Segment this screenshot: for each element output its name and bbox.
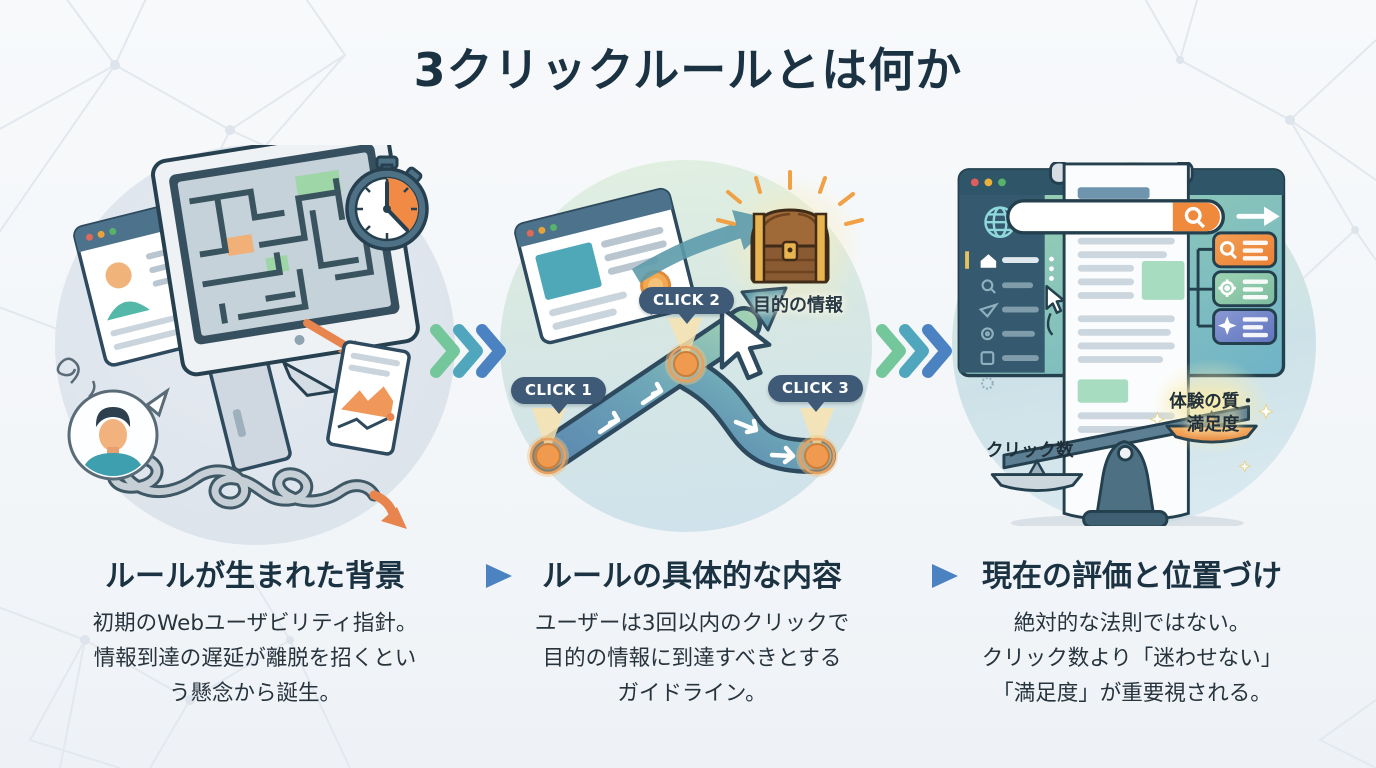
scale-right-line1: 体験の質・ — [1169, 392, 1257, 412]
scale-right-label: 体験の質・ 満足度 — [1158, 391, 1268, 437]
cursor-arrow-icon — [719, 305, 772, 381]
click-points — [527, 318, 838, 477]
triple-chevron-icon — [430, 324, 506, 378]
result-card-icons — [1188, 231, 1278, 345]
gradient-arrow-icon — [867, 564, 958, 588]
user-avatar-icon — [67, 387, 170, 481]
section-heading-content: ルールの具体的な内容 — [542, 559, 842, 594]
click1-badge: CLICK 1 — [511, 377, 607, 404]
illustration-background-circle — [55, 145, 455, 545]
scale-right-line2: 満足度 — [1186, 415, 1240, 435]
section-body-evaluation: 絶対的な法則ではない。 クリック数より「迷わせない」 「満足度」が重要視される。 — [922, 606, 1342, 711]
section-heading-background: ルールが生まれた背景 — [105, 559, 405, 594]
body-line: 目的の情報に到達すべきとする — [542, 646, 842, 671]
illustration-evaluation-circle — [952, 162, 1316, 526]
sidebar-menu — [965, 251, 1039, 390]
section-body-content: ユーザーは3回以内のクリックで 目的の情報に到達すべきとする ガイドライン。 — [482, 606, 902, 711]
gradient-arrow-icon — [421, 564, 512, 588]
forward-arrow-icon — [1236, 206, 1280, 227]
click3-badge: CLICK 3 — [768, 375, 864, 402]
body-line: 情報到達の遅延が離脱を招くとい — [93, 646, 417, 671]
click2-badge: CLICK 2 — [639, 287, 735, 314]
confusion-squiggle-icon — [56, 357, 96, 398]
treasure-chest-icon — [716, 170, 864, 284]
body-line: ガイドライン。 — [617, 681, 767, 706]
triple-chevron-icon — [876, 324, 952, 378]
search-bar-icon — [1006, 199, 1225, 235]
section-body-background: 初期のWebユーザビリティ指針。 情報到達の遅延が離脱を招くとい う懸念から誕生… — [45, 606, 465, 711]
body-line: 絶対的な法則ではない。 — [1013, 611, 1251, 636]
click-route-icon — [530, 286, 836, 475]
search-icon — [1184, 206, 1206, 229]
body-line: 初期のWebユーザビリティ指針。 — [92, 611, 418, 636]
sparkle-icon — [1217, 316, 1237, 335]
illustration-rule-circle — [500, 160, 872, 532]
body-line: クリック数より「迷わせない」 — [981, 646, 1283, 671]
body-line: ユーザーは3回以内のクリックで — [534, 611, 850, 636]
stopwatch-icon — [345, 155, 429, 251]
page-title: 3クリックルールとは何か — [413, 43, 963, 97]
section-heading-evaluation: 現在の評価と位置づけ — [982, 559, 1282, 594]
analytics-page-icon — [326, 340, 411, 456]
scale-left-label: クリック数 — [986, 441, 1074, 461]
goal-info-label: 目的の情報 — [753, 295, 843, 316]
body-line: う懸念から誕生。 — [168, 681, 341, 706]
tangled-path-icon — [106, 451, 407, 529]
balance-scale-icon — [990, 358, 1275, 526]
mini-cursor-icon — [1045, 256, 1066, 336]
body-line: 「満足度」が重要視される。 — [992, 681, 1272, 706]
gear-icon — [1218, 279, 1236, 297]
